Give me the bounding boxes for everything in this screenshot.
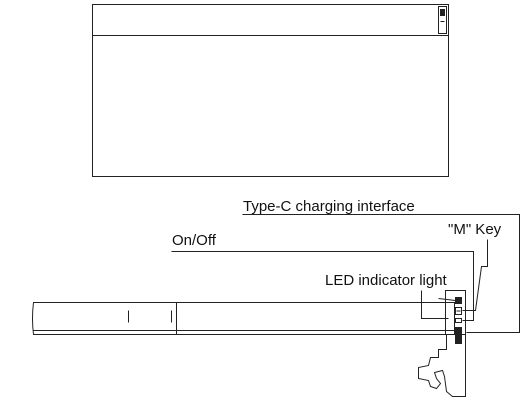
leader-on-off [171,251,474,321]
on-off-switch [455,318,462,323]
leader-led-tick [438,298,456,301]
front-view-side-control [438,6,447,34]
m-key-button [455,307,462,315]
leader-led [421,290,449,319]
side-view-body [32,302,455,335]
mounting-bracket [418,334,466,397]
type-c-port [455,327,462,344]
leader-m-key [462,239,488,311]
side-view [32,214,520,397]
label-type-c-charging-interface: Type-C charging interface [243,198,415,215]
label-m-key: "M" Key [448,221,502,238]
front-view-body [92,4,449,177]
led-indicator-light [455,297,462,304]
label-on-off: On/Off [172,232,217,249]
label-led-indicator-light: LED indicator light [325,272,448,289]
leader-type-c [242,214,520,333]
front-view-led-mark [440,9,445,16]
front-view [92,4,449,177]
